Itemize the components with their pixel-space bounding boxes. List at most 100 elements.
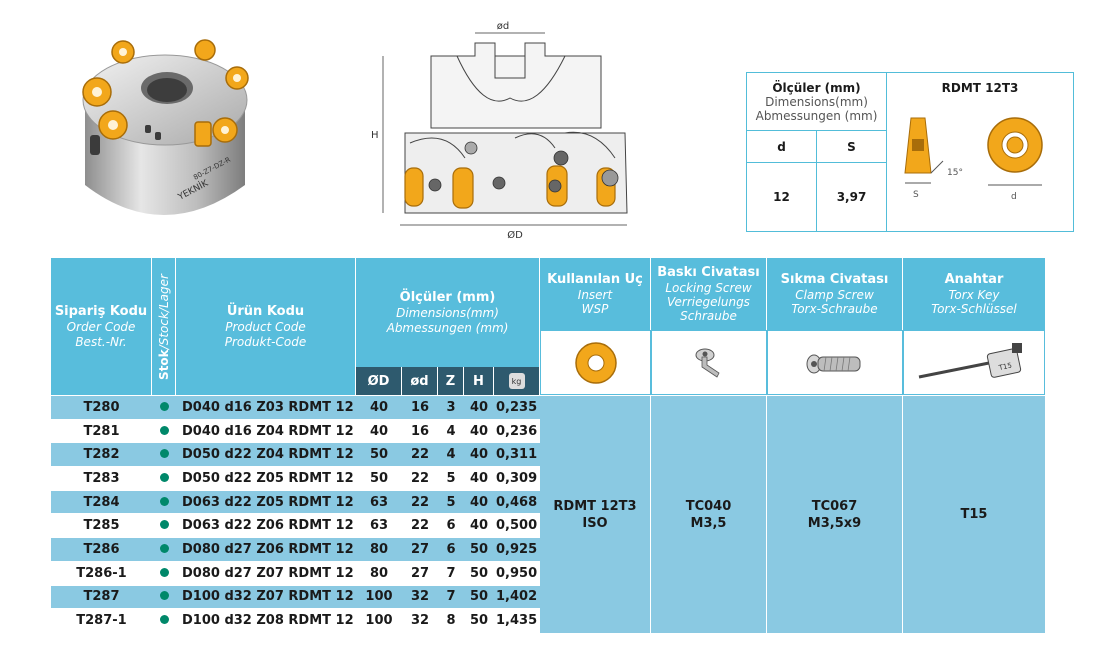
insert-value: RDMT 12T3 ISO <box>540 396 651 633</box>
col-header-weight: kg <box>494 367 540 395</box>
cell-od: 50 <box>369 447 389 463</box>
torx-key-value: T15 <box>903 396 1045 633</box>
cell-product: D100 d32 Z08 RDMT 12 <box>182 613 354 629</box>
stock-indicator <box>152 566 176 581</box>
cell-z: 7 <box>446 565 456 581</box>
cell-product: D040 d16 Z03 RDMT 12 <box>182 399 354 415</box>
col-header-h: H <box>464 367 494 395</box>
cell-od: 16 <box>410 399 430 415</box>
dims-header-sub1: Dimensions(mm) <box>765 94 868 109</box>
in-stock-dot-icon <box>159 496 169 506</box>
cell-w: 0,500 <box>496 518 538 534</box>
cell-od: 40 <box>369 423 389 439</box>
dims-insert-title-cell: RDMT 12T3 <box>887 73 1073 103</box>
stock-indicator <box>152 471 176 486</box>
col-header-locking-screw: Baskı Civatası Locking Screw Verriegelun… <box>651 258 767 330</box>
dims-val-s: 3,97 <box>817 163 887 231</box>
technical-drawing: ød H ØD <box>371 21 628 241</box>
product-photo: YEKNİK 80-Z7-DZ-R <box>82 39 249 215</box>
clamp-screw-icon <box>806 354 861 373</box>
cell-w: 0,468 <box>496 494 538 510</box>
insert-image-cell <box>540 330 651 395</box>
cell-code: T286-1 <box>76 565 127 581</box>
cell-od: 63 <box>369 518 389 534</box>
cell-od: 16 <box>410 423 430 439</box>
in-stock-dot-icon <box>159 472 169 482</box>
cell-od: 80 <box>369 542 389 558</box>
cell-z: 3 <box>446 399 456 415</box>
col-header-order-code: Sipariş Kodu Order Code Best.-Nr. <box>51 258 152 395</box>
cell-product: D040 d16 Z04 RDMT 12 <box>182 423 354 439</box>
cell-h: 50 <box>469 613 489 629</box>
cell-od: 22 <box>410 470 430 486</box>
cell-z: 8 <box>446 613 456 629</box>
insert-dimensions-box: Ölçüler (mm) Dimensions(mm) Abmessungen … <box>746 72 1074 232</box>
dims-header-main: Ölçüler (mm) <box>772 80 861 95</box>
locking-screw-image-cell <box>651 330 767 395</box>
dims-col-d: d <box>747 131 817 163</box>
dims-col-s: S <box>817 131 887 163</box>
col-header-product-code: Ürün Kodu Product Code Produkt-Code <box>176 258 356 395</box>
cell-code: T283 <box>83 470 120 486</box>
cell-h: 40 <box>469 494 489 510</box>
insert-s-label: S <box>913 190 919 200</box>
cell-od: 100 <box>365 589 393 605</box>
drawing-od-big-label: ØD <box>507 229 523 241</box>
dims-insert-title: RDMT 12T3 <box>941 81 1019 95</box>
in-stock-dot-icon <box>159 425 169 435</box>
cell-w: 0,311 <box>496 447 538 463</box>
cell-od: 63 <box>369 494 389 510</box>
cell-w: 0,925 <box>496 542 538 558</box>
cell-od: 22 <box>410 494 430 510</box>
drawing-od-label: ød <box>497 21 509 32</box>
col-header-torx-key: Anahtar Torx Key Torx-Schlüssel <box>903 258 1045 330</box>
cell-code: T280 <box>83 399 120 415</box>
weight-icon: kg <box>508 373 525 389</box>
cell-od: 100 <box>365 613 393 629</box>
cell-h: 40 <box>469 470 489 486</box>
insert-angle-label: 15° <box>947 168 963 178</box>
cell-code: T282 <box>83 447 120 463</box>
cell-z: 7 <box>446 589 456 605</box>
cell-code: T285 <box>83 518 120 534</box>
stock-indicator <box>152 518 176 533</box>
cell-z: 5 <box>446 494 456 510</box>
col-header-od: ød <box>402 367 438 395</box>
torx-key-icon: T15 <box>918 342 1022 378</box>
clamp-screw-value: TC067 M3,5x9 <box>767 396 903 633</box>
cell-h: 40 <box>469 423 489 439</box>
stock-indicator <box>152 447 176 462</box>
cell-od: 27 <box>410 542 430 558</box>
col-header-stock: Stok/Stock/Lager <box>152 258 176 395</box>
stock-indicator <box>152 400 176 415</box>
cell-h: 50 <box>469 542 489 558</box>
dims-header: Ölçüler (mm) Dimensions(mm) Abmessungen … <box>747 73 887 131</box>
cell-product: D063 d22 Z05 RDMT 12 <box>182 494 354 510</box>
cell-h: 40 <box>469 447 489 463</box>
cell-h: 40 <box>469 399 489 415</box>
cell-od: 22 <box>410 518 430 534</box>
cell-z: 6 <box>446 518 456 534</box>
cell-product: D100 d32 Z07 RDMT 12 <box>182 589 354 605</box>
locking-screw-icon <box>695 348 720 378</box>
cell-product: D050 d22 Z04 RDMT 12 <box>182 447 354 463</box>
stock-indicator <box>152 542 176 557</box>
cell-od: 22 <box>410 447 430 463</box>
cell-od: 50 <box>369 470 389 486</box>
insert-icon <box>574 341 617 384</box>
cell-w: 1,435 <box>496 613 538 629</box>
cell-h: 50 <box>469 565 489 581</box>
cell-product: D080 d27 Z06 RDMT 12 <box>182 542 354 558</box>
cell-od: 32 <box>410 589 430 605</box>
cell-product: D080 d27 Z07 RDMT 12 <box>182 565 354 581</box>
dims-header-sub2: Abmessungen (mm) <box>755 108 878 123</box>
cell-od: 80 <box>369 565 389 581</box>
